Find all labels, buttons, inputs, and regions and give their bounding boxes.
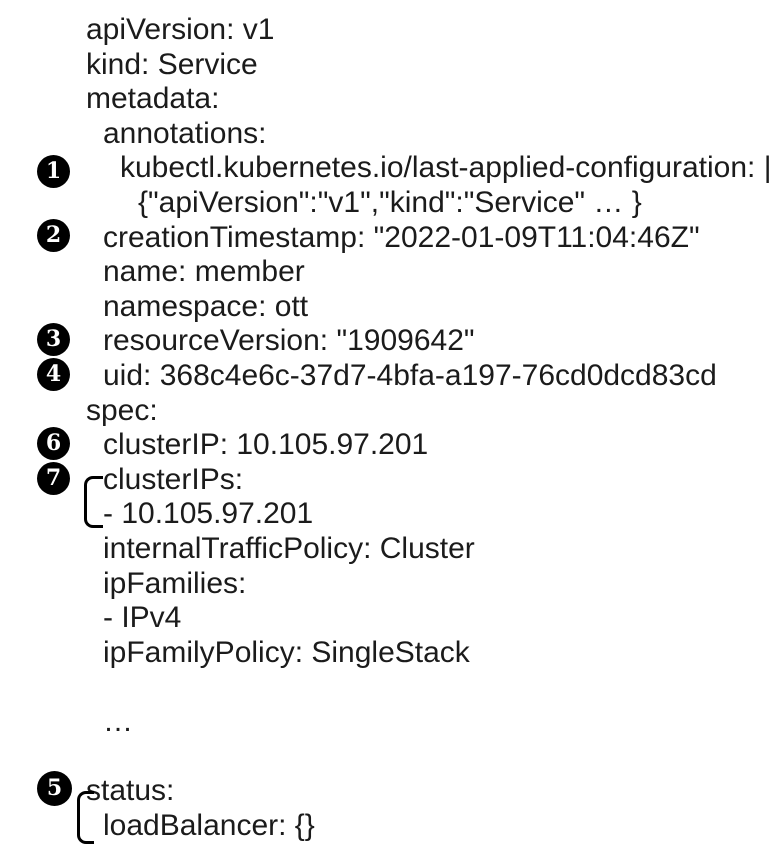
callout-5-span-bracket <box>77 791 94 844</box>
callout-1-badge: 1 <box>37 155 70 188</box>
callout-7-span-bracket <box>84 476 103 528</box>
yaml-line-name: name: member <box>103 255 305 289</box>
yaml-line-spec: spec: <box>86 393 158 427</box>
yaml-line-annotations: annotations: <box>103 116 267 150</box>
yaml-line-ip-families: ipFamilies: <box>103 566 247 600</box>
yaml-line-load-balancer: loadBalancer: {} <box>103 808 315 842</box>
yaml-line-ellipsis: … <box>103 704 133 738</box>
yaml-line-last-applied-configuration: kubectl.kubernetes.io/last-applied-confi… <box>120 151 772 185</box>
yaml-line-annotation-json: {"apiVersion":"v1","kind":"Service" … } <box>138 185 642 219</box>
callout-2-badge: 2 <box>37 219 70 252</box>
blank-line <box>0 739 780 774</box>
yaml-line-kind: kind: Service <box>86 47 258 81</box>
yaml-line-resource-version: resourceVersion: "1909642" <box>103 324 475 358</box>
callout-5-badge: 5 <box>37 771 72 806</box>
yaml-line-ip-families-item: - IPv4 <box>103 601 182 635</box>
yaml-line-uid: uid: 368c4e6c-37d7-4bfa-a197-76cd0dcd83c… <box>103 358 717 392</box>
yaml-line-internal-traffic-policy: internalTrafficPolicy: Cluster <box>103 531 475 565</box>
yaml-code-block: apiVersion: v1 kind: Service metadata: a… <box>0 13 780 843</box>
blank-line <box>0 670 780 705</box>
yaml-line-cluster-ip: clusterIP: 10.105.97.201 <box>103 428 429 462</box>
callout-3-badge: 3 <box>37 323 70 356</box>
yaml-line-metadata: metadata: <box>86 82 220 116</box>
callout-7-badge: 7 <box>37 462 70 495</box>
yaml-line-cluster-ips: clusterIPs: <box>103 462 244 496</box>
yaml-line-cluster-ips-item: - 10.105.97.201 <box>103 497 314 531</box>
callout-4-badge: 4 <box>37 358 70 391</box>
yaml-line-creation-timestamp: creationTimestamp: "2022-01-09T11:04:46Z… <box>103 220 700 254</box>
yaml-line-namespace: namespace: ott <box>103 289 309 323</box>
callout-6-badge: 6 <box>37 427 70 460</box>
yaml-line-apiversion: apiVersion: v1 <box>86 13 275 46</box>
yaml-line-ip-family-policy: ipFamilyPolicy: SingleStack <box>103 635 470 669</box>
yaml-line-status: status: <box>86 774 175 808</box>
